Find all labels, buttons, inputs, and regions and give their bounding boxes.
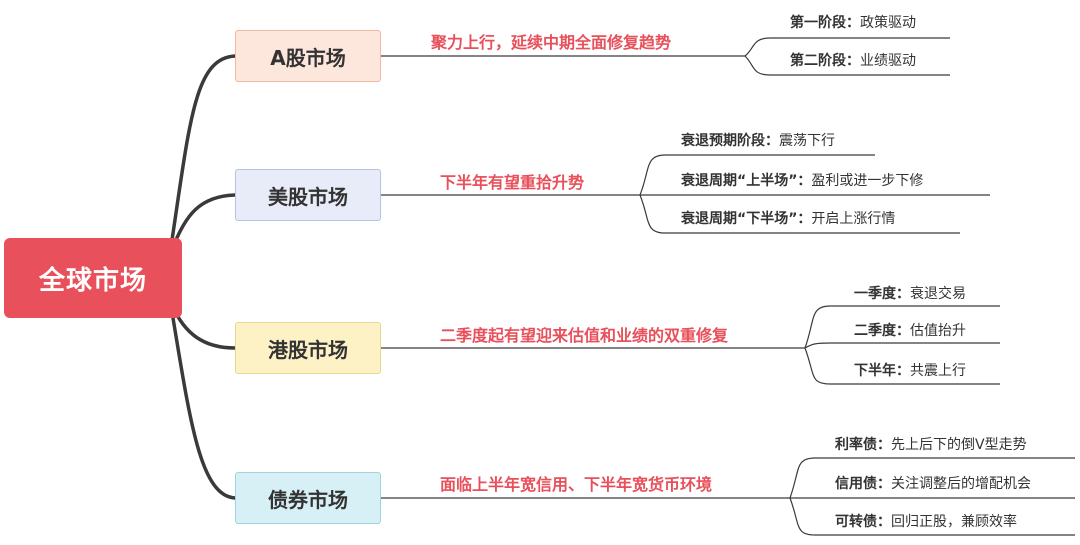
root-to-bond-line [170, 310, 237, 500]
item-key: 可转债： [835, 514, 891, 530]
item-key: 一季度： [854, 286, 910, 302]
us-item: 衰退周期“上半场”：盈利或进一步下修 [681, 170, 923, 190]
item-key: 衰退周期“上半场”： [681, 173, 812, 189]
a-share-item: 第一阶段：政策驱动 [790, 12, 916, 32]
us-fork-1 [639, 154, 875, 196]
branch-hk-stocks[interactable]: 港股市场 [235, 322, 381, 374]
us-item: 衰退预期阶段：震荡下行 [681, 130, 835, 150]
item-key: 衰退周期“下半场”： [681, 211, 812, 227]
item-key: 第二阶段： [790, 53, 860, 69]
a-share-theme: 聚力上行，延续中期全面修复趋势 [431, 33, 672, 52]
bond-fork-3 [789, 497, 1075, 536]
item-key: 信用债： [835, 476, 891, 492]
item-value: 政策驱动 [860, 15, 916, 31]
item-key: 利率债： [835, 437, 891, 453]
item-value: 衰退交易 [910, 286, 966, 302]
bond-theme: 面临上半年宽信用、下半年宽货币环境 [440, 475, 713, 494]
item-key: 第一阶段： [790, 15, 860, 31]
item-key: 衰退预期阶段： [681, 133, 779, 149]
bond-item: 可转债：回归正股，兼顾效率 [835, 511, 1017, 531]
branch-a-share[interactable]: A股市场 [235, 30, 381, 82]
branch-us-stocks[interactable]: 美股市场 [235, 169, 381, 221]
item-value: 震荡下行 [779, 133, 835, 149]
bond-item: 信用债：关注调整后的增配机会 [835, 473, 1031, 493]
us-fork-3 [639, 194, 960, 234]
hk-item: 下半年：共震上行 [854, 360, 966, 380]
hk-item: 一季度：衰退交易 [854, 283, 966, 303]
hk-theme: 二季度起有望迎来估值和业绩的双重修复 [440, 326, 729, 345]
item-key: 下半年： [854, 363, 910, 379]
item-value: 估值抬升 [910, 323, 966, 339]
hk-fork-1 [804, 305, 1000, 349]
bond-fork-1 [789, 457, 1075, 499]
a-share-item: 第二阶段：业绩驱动 [790, 50, 916, 70]
root-node[interactable]: 全球市场 [4, 238, 182, 318]
root-to-a-share-line [170, 54, 237, 242]
item-value: 回归正股，兼顾效率 [891, 514, 1017, 530]
us-item: 衰退周期“下半场”：开启上涨行情 [681, 208, 895, 228]
us-theme: 下半年有望重拾升势 [440, 173, 585, 192]
item-key: 二季度： [854, 323, 910, 339]
item-value: 盈利或进一步下修 [811, 173, 924, 189]
item-value: 先上后下的倒V型走势 [891, 437, 1027, 453]
a-share-fork-1 [744, 37, 950, 57]
item-value: 共震上行 [910, 363, 966, 379]
hk-fork-3 [804, 347, 1000, 385]
hk-fork-2 [804, 342, 1000, 349]
item-value: 开启上涨行情 [811, 211, 896, 227]
bond-item: 利率债：先上后下的倒V型走势 [835, 434, 1027, 454]
item-value: 业绩驱动 [860, 53, 916, 69]
branch-bond-market[interactable]: 债券市场 [235, 472, 381, 524]
hk-item: 二季度：估值抬升 [854, 320, 966, 340]
item-value: 关注调整后的增配机会 [891, 476, 1031, 492]
a-share-fork-2 [744, 55, 950, 76]
